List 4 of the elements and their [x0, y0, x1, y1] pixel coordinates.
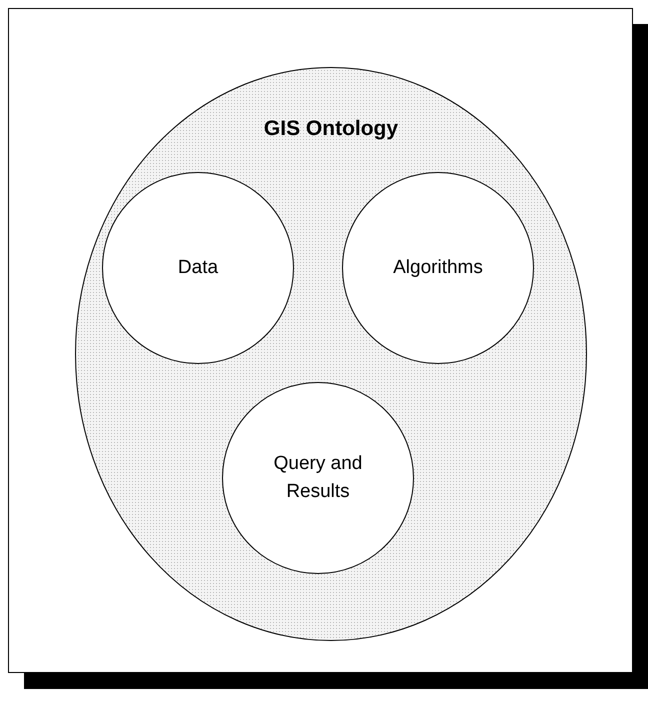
concept-label: Query and Results — [272, 452, 364, 504]
concept-label: Data — [176, 256, 220, 280]
group-title: GIS Ontology — [262, 117, 400, 141]
concept-label: Algorithms — [392, 256, 484, 280]
